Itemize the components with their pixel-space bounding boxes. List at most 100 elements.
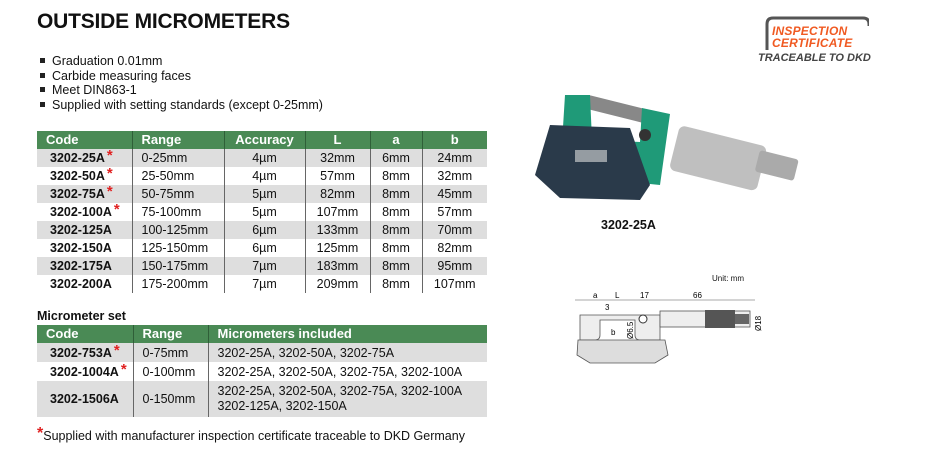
table-header: Code Range Micrometers included [37,325,487,343]
cell-L: 183mm [305,257,371,275]
dim-b: b [611,328,616,337]
cell-accuracy: 5µm [224,185,306,203]
cell-code: 3202-25A* [37,149,133,167]
cell-L: 133mm [305,221,371,239]
table-row: 3202-50A* 25-50mm 4µm 57mm 8mm 32mm [37,167,487,185]
cell-L: 32mm [305,149,371,167]
cell-range: 50-75mm [132,185,225,203]
cell-b: 32mm [437,169,473,183]
cell-b: 45mm [422,185,487,203]
code-text: 3202-50A [50,169,105,183]
table-row: 3202-1506A 0-150mm 3202-25A, 3202-50A, 3… [37,381,487,417]
cell-a: 8mm [370,203,423,221]
code-text: 3202-150A [50,241,112,255]
table-header: Code Range Accuracy L a b [37,131,487,149]
code-text: 3202-75A [50,187,105,201]
dim-d65: Ø6.5 [626,321,635,339]
table-row: 3202-100A* 75-100mm 5µm 107mm 8mm 57mm [37,203,487,221]
dim-66: 66 [693,291,702,300]
cell-code: 3202-50A* [37,167,133,185]
asterisk-icon: * [106,167,113,182]
included-line: 3202-25A, 3202-50A, 3202-75A, 3202-100A [217,384,463,398]
code-text: 3202-200A [50,277,112,291]
certificate-frame-icon [765,16,869,50]
cell-code: 3202-753A* [37,343,134,362]
col-included: Micrometers included [208,325,487,343]
cell-a: 8mm [370,275,423,293]
cell-range: 175-200mm [132,275,225,293]
cell-range: 0-100mm [133,362,209,381]
cell-accuracy: 6µm [224,239,306,257]
cell-accuracy: 4µm [224,167,306,185]
asterisk-icon: * [113,203,120,218]
micrometers-table: Code Range Accuracy L a b 3202-25A* 0-25… [37,131,487,293]
col-L: L [305,131,371,149]
cell-a: 8mm [370,239,423,257]
col-accuracy: Accuracy [224,131,306,149]
footnote-text: Supplied with manufacturer inspection ce… [43,429,465,443]
unit-label: Unit: mm [712,274,744,283]
cell-L: 209mm [305,275,371,293]
cell-range: 0-150mm [133,381,209,417]
cell-accuracy: 4µm [224,149,306,167]
col-a: a [370,131,423,149]
code-text: 3202-25A [50,151,105,165]
cell-a: 8mm [370,257,423,275]
feature-item: Graduation 0.01mm [40,54,323,69]
cell-accuracy: 5µm [224,203,306,221]
cell-code: 3202-1506A [37,381,134,417]
dim-17: 17 [640,291,649,300]
micrometer-set-table: Code Range Micrometers included 3202-753… [37,325,487,417]
cell-code: 3202-175A [37,257,133,275]
page-title: OUTSIDE MICROMETERS [37,10,290,33]
dimension-diagram: a L 3 17 66 b Ø6.5 Ø18 [575,291,763,364]
cell-b: 95mm [422,257,487,275]
cell-range: 0-75mm [133,343,209,362]
cell-range: 75-100mm [132,203,225,221]
included-line: 3202-25A, 3202-50A, 3202-75A, 3202-100A [217,364,463,379]
cell-b: 57mm [437,205,473,219]
set-title: Micrometer set [37,309,126,323]
col-code: Code [37,131,133,149]
feature-item: Carbide measuring faces [40,69,323,84]
inspection-certificate-logo: INSPECTION CERTIFICATE TRACEABLE TO DKD [756,16,886,66]
cert-line1: INSPECTION [772,24,848,38]
image-caption: 3202-25A [601,218,656,232]
cell-a: 8mm [370,185,423,203]
table-row: 3202-1004A* 0-100mm 3202-25A, 3202-50A, … [37,362,487,381]
asterisk-icon: * [106,149,113,164]
asterisk-icon: * [106,185,113,200]
code-text: 3202-1506A [50,392,119,406]
table-row: 3202-753A* 0-75mm 3202-25A, 3202-50A, 32… [37,343,487,362]
table-row: 3202-75A* 50-75mm 5µm 82mm 8mm 45mm [37,185,487,203]
cell-range: 125-150mm [132,239,225,257]
cert-line3: TRACEABLE TO DKD [758,52,871,64]
col-b: b [422,131,487,149]
cell-range: 150-175mm [132,257,225,275]
asterisk-icon: * [113,343,120,359]
code-text: 3202-100A [50,205,112,219]
cell-code: 3202-100A* [37,203,133,221]
asterisk-icon: * [37,425,44,442]
cell-a: 8mm [370,221,423,239]
col-range: Range [132,131,225,149]
cell-range: 100-125mm [132,221,225,239]
table-row: 3202-150A 125-150mm 6µm 125mm 8mm 82mm [37,239,487,257]
feature-item: Supplied with setting standards (except … [40,98,323,113]
dim-a: a [593,291,598,300]
table-row: 3202-125A 100-125mm 6µm 133mm 8mm 70mm [37,221,487,239]
code-text: 3202-175A [50,259,112,273]
table-row: 3202-25A* 0-25mm 4µm 32mm 6mm 24mm [37,149,487,167]
cell-code: 3202-200A [37,275,133,293]
cell-a: 6mm [370,149,423,167]
dim-d18: Ø18 [754,315,763,331]
code-text: 3202-125A [50,223,112,237]
cell-a: 8mm [370,167,423,185]
table-row: 3202-175A 150-175mm 7µm 183mm 8mm 95mm [37,257,487,275]
cell-code: 3202-75A* [37,185,133,203]
cell-b: 24mm [422,149,487,167]
micrometer-photo [535,95,799,200]
cell-range: 25-50mm [132,167,225,185]
included-line: 3202-125A, 3202-150A [217,399,347,413]
